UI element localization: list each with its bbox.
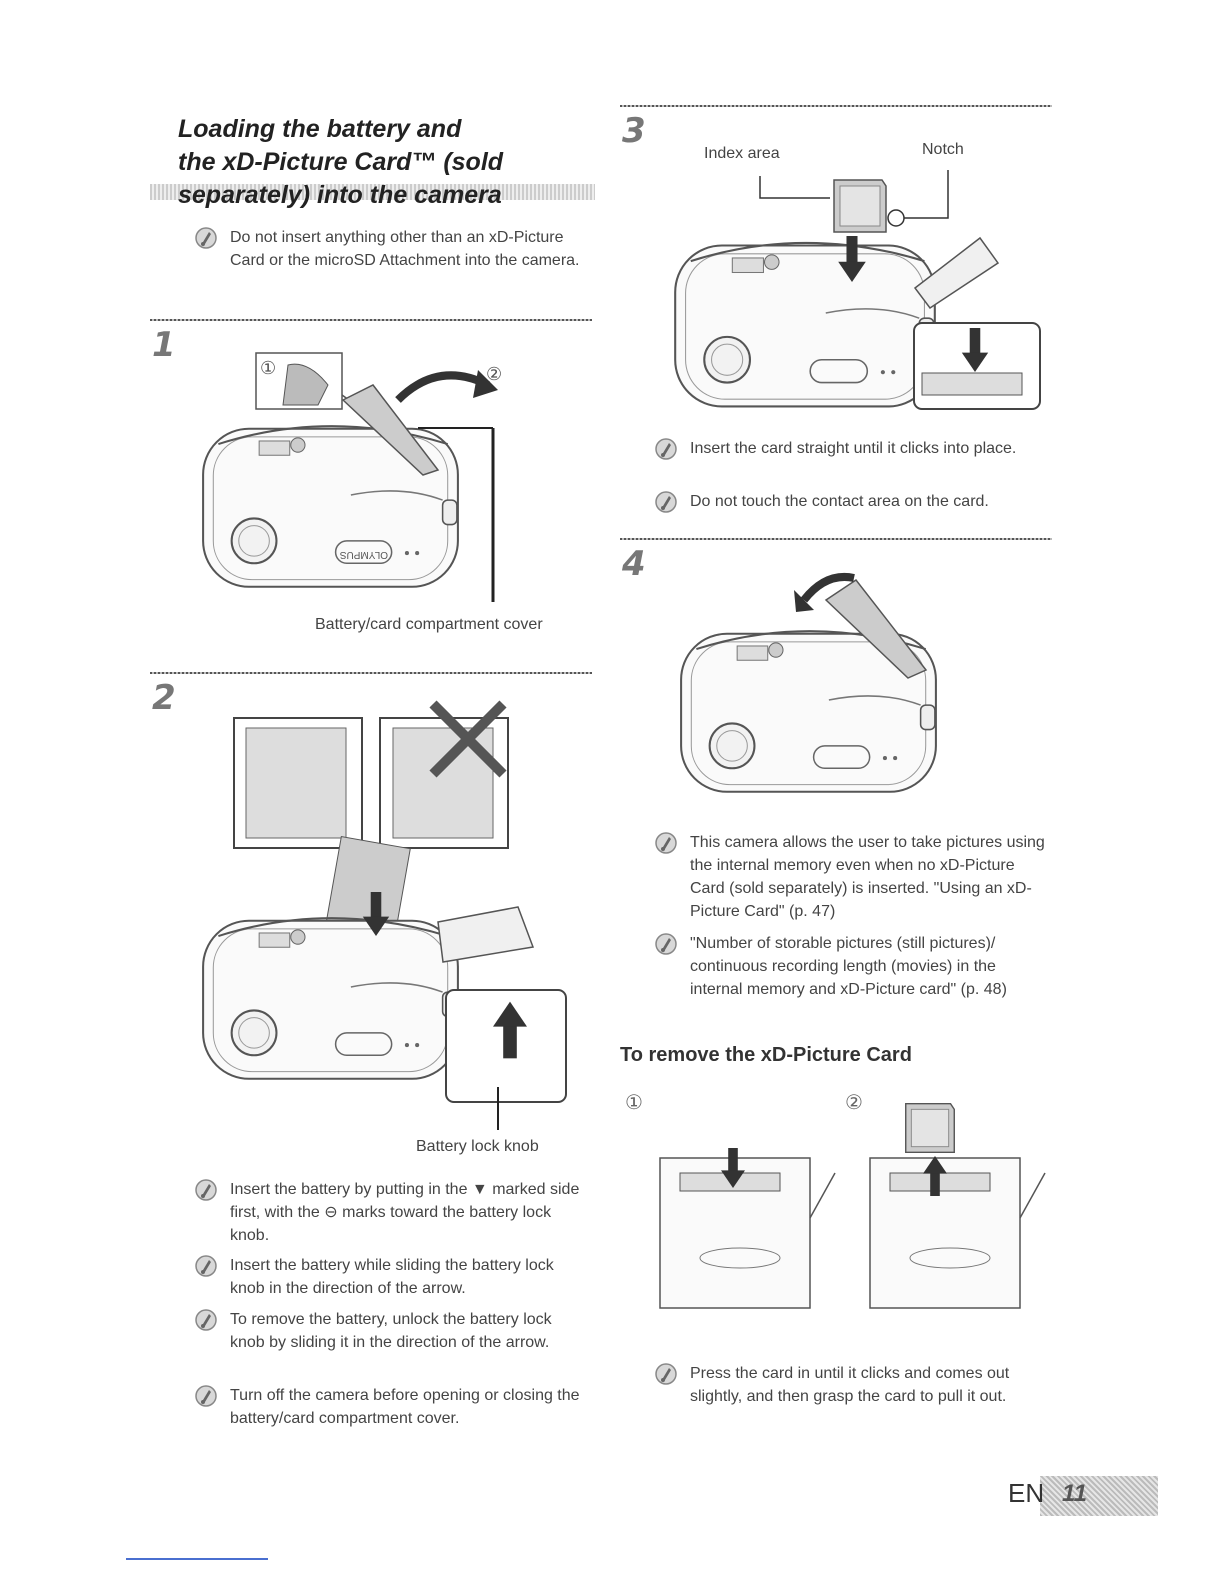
step-2-rule <box>150 672 592 674</box>
caution-icon <box>654 490 678 514</box>
step-1-marker-1: ① <box>260 358 277 378</box>
caution-icon <box>654 1362 678 1386</box>
step-4-number: 4 <box>622 544 646 584</box>
step-4-note-1: This camera allows the user to take pict… <box>690 831 1050 923</box>
step-2-illustration <box>198 700 578 1132</box>
step-3-note-1-text: Insert the card straight until it clicks… <box>690 440 1017 457</box>
step-3-label-notch: Notch <box>922 141 964 158</box>
step-2-note-4: Turn off the camera before opening or cl… <box>230 1384 600 1430</box>
intro-note: Do not insert anything other than an xD-… <box>230 226 590 272</box>
remove-note-text: Press the card in until it clicks and co… <box>690 1365 1010 1405</box>
step-2-note-4-text: Turn off the camera before opening or cl… <box>230 1387 580 1427</box>
step-3-note-2: Do not touch the contact area on the car… <box>690 490 1050 513</box>
step-4-rule <box>620 538 1052 540</box>
step-4-note-1-text: This camera allows the user to take pict… <box>690 834 1045 920</box>
title-underline-band <box>150 184 595 200</box>
caution-icon <box>654 932 678 956</box>
title-line-2: the xD-Picture Card™ (sold <box>178 148 504 176</box>
remove-illustration <box>659 1098 1050 1320</box>
step-2-note-2: Insert the battery while sliding the bat… <box>230 1254 590 1300</box>
step-3-note-2-text: Do not touch the contact area on the car… <box>690 493 989 510</box>
step-1-marker-2: ② <box>486 364 503 384</box>
step-3-label-index: Index area <box>704 145 780 162</box>
caution-icon <box>194 1178 218 1202</box>
remove-marker-1: ① <box>625 1092 643 1114</box>
step-4-note-2-text: "Number of storable pictures (still pict… <box>690 935 1007 998</box>
caution-icon <box>194 1308 218 1332</box>
title-line-1: Loading the battery and <box>178 115 462 143</box>
page-number: 11 <box>1062 1480 1087 1507</box>
step-2-number: 2 <box>152 678 176 718</box>
caution-icon <box>194 226 218 250</box>
caution-icon <box>654 831 678 855</box>
step-3-note-1: Insert the card straight until it clicks… <box>690 437 1020 460</box>
step-4-note-2: "Number of storable pictures (still pict… <box>690 932 1050 1001</box>
step-2-note-1: Insert the battery by putting in the ▼ m… <box>230 1178 590 1247</box>
caution-icon <box>194 1254 218 1278</box>
step-3-number: 3 <box>622 111 646 151</box>
intro-note-text: Do not insert anything other than an xD-… <box>230 229 580 269</box>
step-1-number: 1 <box>152 325 176 365</box>
step-4-illustration <box>676 560 966 810</box>
remove-heading: To remove the xD-Picture Card <box>620 1044 912 1066</box>
page-number-box <box>1040 1476 1158 1516</box>
step-2-note-2-text: Insert the battery while sliding the bat… <box>230 1257 554 1297</box>
section-title: Loading the battery and the xD-Picture C… <box>178 113 598 212</box>
remove-note: Press the card in until it clicks and co… <box>690 1362 1052 1408</box>
step-2-note-3: To remove the battery, unlock the batter… <box>230 1308 590 1354</box>
step-3-rule <box>620 105 1052 107</box>
step-1-rule <box>150 319 592 321</box>
step-3-illustration <box>660 168 1050 428</box>
footer-language: EN <box>1008 1478 1045 1508</box>
remove-marker-2: ② <box>845 1092 863 1114</box>
caution-icon <box>654 437 678 461</box>
step-1-illustration: OLYMPUS ① ② <box>198 350 578 620</box>
step-1-caption: Battery/card compartment cover <box>315 616 543 633</box>
step-2-note-1-text: Insert the battery by putting in the ▼ m… <box>230 1181 580 1244</box>
camera-brand-logo: OLYMPUS <box>340 549 388 560</box>
caution-icon <box>194 1384 218 1408</box>
step-2-caption: Battery lock knob <box>416 1138 539 1155</box>
step-2-note-3-text: To remove the battery, unlock the batter… <box>230 1311 552 1351</box>
footer-rule <box>126 1558 268 1560</box>
title-line-3: separately) into the camera <box>178 181 502 209</box>
